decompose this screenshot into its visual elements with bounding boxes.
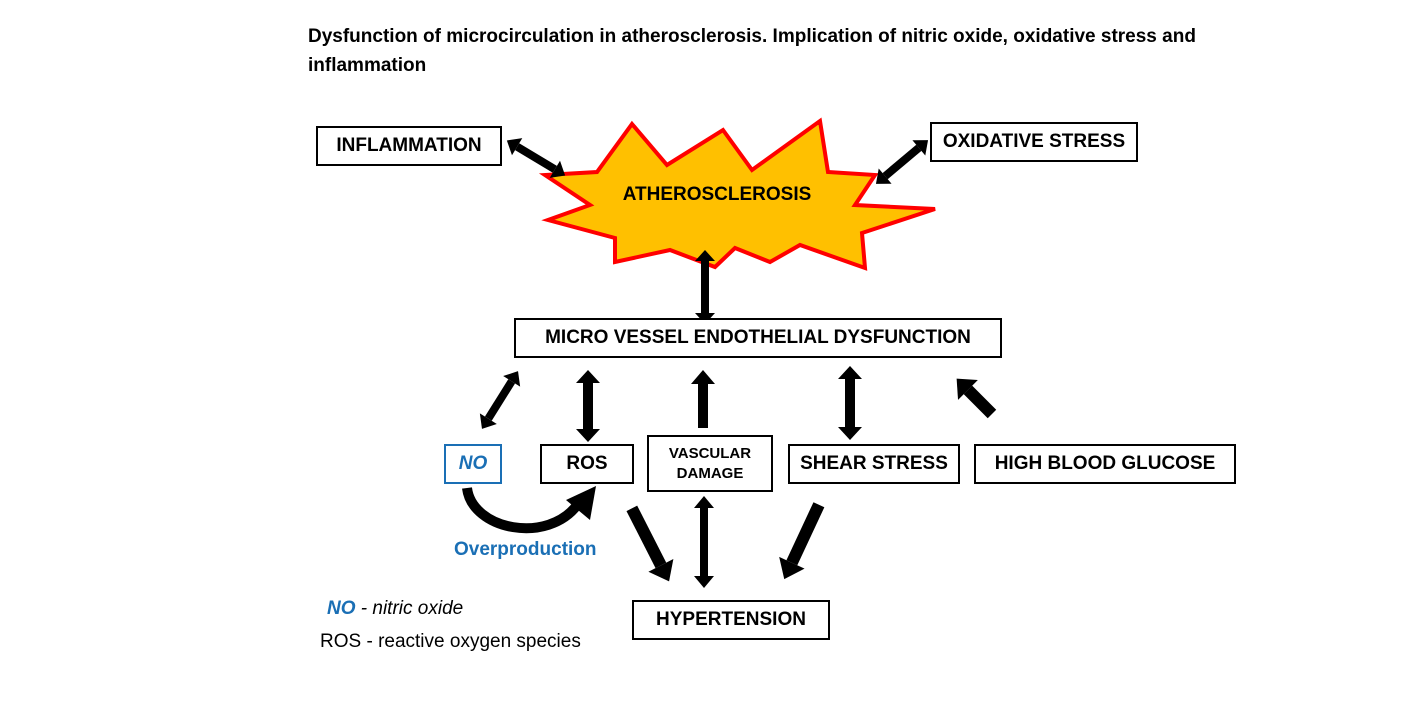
legend-no-def: - nitric oxide	[355, 598, 464, 619]
arrow-no-microvessel	[479, 371, 521, 429]
vascular-damage-line1: VASCULAR	[668, 444, 752, 462]
arrow-shear-microvessel	[838, 366, 862, 440]
no-box: NO	[444, 444, 502, 484]
legend-ros-abbr: ROS	[320, 631, 362, 652]
legend-ros-def: - reactive oxygen species	[361, 631, 581, 652]
legend-no: NO - nitric oxide	[327, 598, 463, 620]
micro-vessel-dysfunction-box: MICRO VESSEL ENDOTHELIAL DYSFUNCTION	[514, 318, 1002, 358]
legend-ros: ROS - reactive oxygen species	[320, 631, 581, 653]
arrow-glucose-microvessel	[956, 378, 997, 419]
ros-box: ROS	[540, 444, 634, 484]
arrow-overproduction	[462, 486, 596, 534]
arrow-ros-microvessel	[576, 370, 600, 442]
high-blood-glucose-box: HIGH BLOOD GLUCOSE	[974, 444, 1236, 484]
inflammation-box: INFLAMMATION	[316, 126, 502, 166]
hypertension-box: HYPERTENSION	[632, 600, 830, 640]
diagram-title: Dysfunction of microcirculation in ather…	[308, 26, 1196, 76]
vascular-damage-line2: DAMAGE	[676, 464, 744, 482]
arrow-oxidative-atherosclerosis	[875, 140, 929, 184]
vascular-damage-box: VASCULAR DAMAGE	[647, 435, 773, 492]
oxidative-stress-box: OXIDATIVE STRESS	[930, 122, 1138, 162]
overproduction-label: Overproduction	[454, 539, 597, 560]
arrow-vascular-microvessel	[691, 370, 715, 428]
atherosclerosis-burst	[538, 117, 936, 271]
arrow-vascular-hypertension	[694, 496, 714, 588]
legend-no-abbr: NO	[327, 598, 356, 619]
atherosclerosis-label: ATHEROSCLEROSIS	[622, 184, 812, 205]
shear-stress-box: SHEAR STRESS	[788, 444, 960, 484]
arrow-shear-hypertension	[779, 502, 825, 580]
arrow-inflammation-atherosclerosis	[506, 138, 566, 178]
arrow-ros-hypertension	[626, 505, 674, 582]
